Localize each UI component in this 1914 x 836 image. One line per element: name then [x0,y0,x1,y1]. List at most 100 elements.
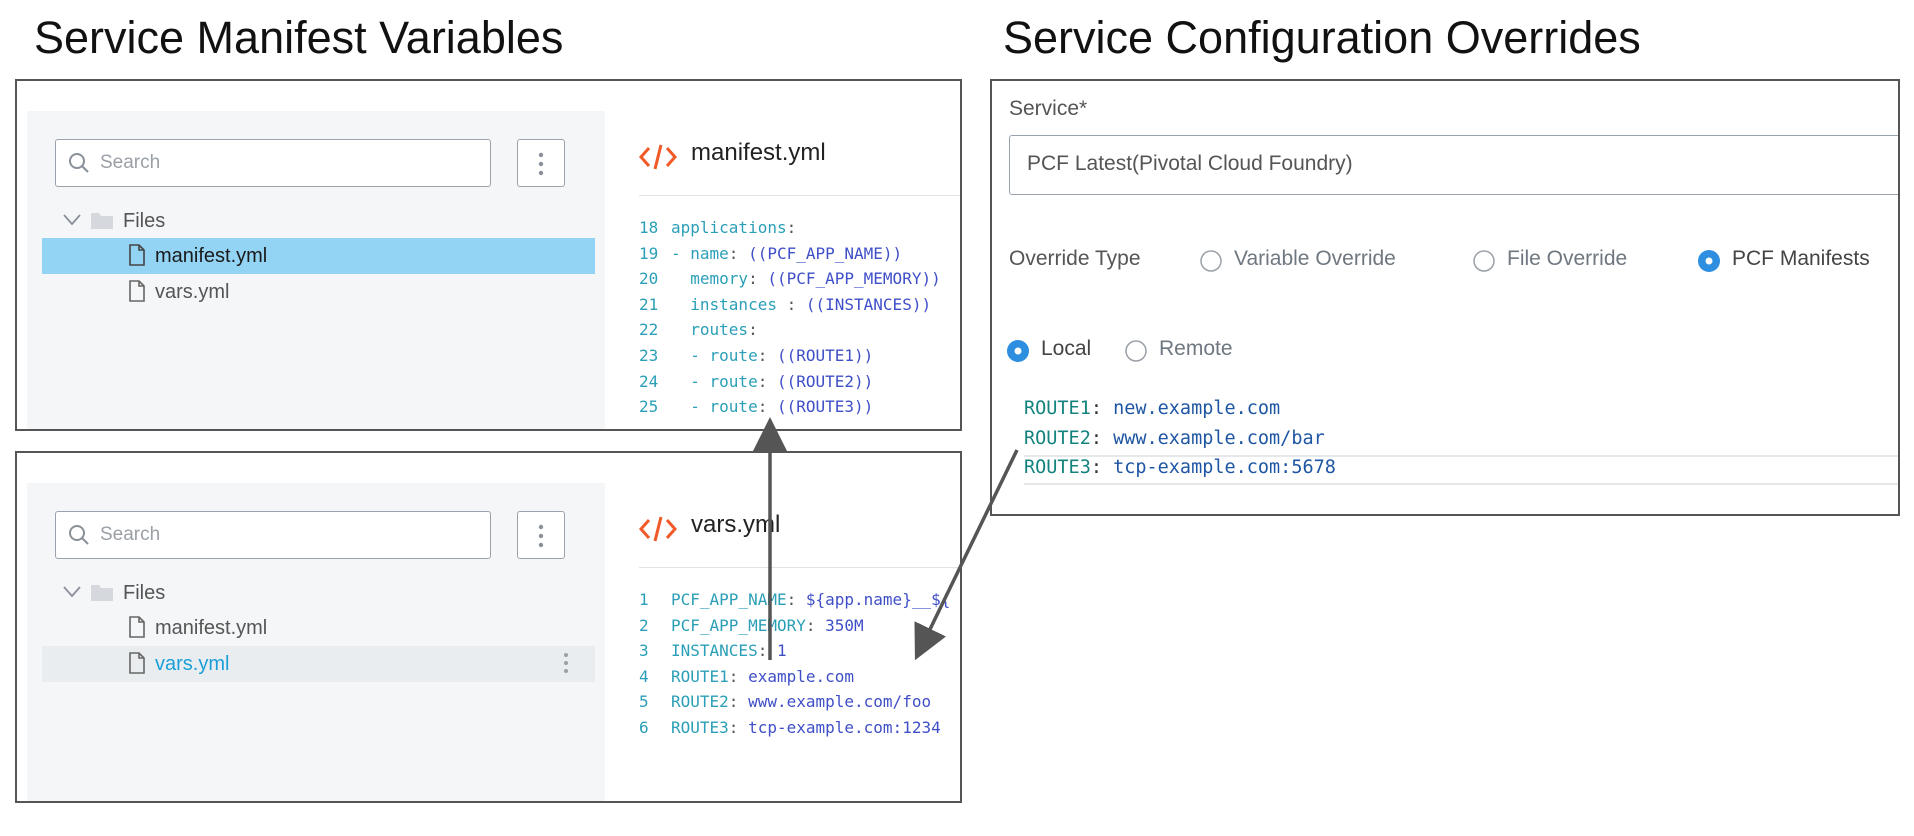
code-value: example.com [748,666,855,686]
radio-label: File Override [1507,247,1628,270]
line-number: 1 [639,590,649,609]
tree-file-manifest[interactable]: manifest.yml [42,238,595,274]
code-key: PCF_APP_NAME [671,590,787,609]
radio-variable-override[interactable] [1200,250,1222,272]
file-label: manifest.yml [155,245,268,267]
tree-file-manifest[interactable]: manifest.yml [42,610,595,646]
chevron-down-icon [63,214,81,226]
code-separator: : [1090,398,1114,419]
code-line: 24 - route: ((ROUTE2)) [639,369,941,395]
radio-label: PCF Manifests [1732,247,1870,270]
code-value: 1 [776,641,787,661]
code-key: - name [671,243,729,263]
vertical-dots-icon [538,524,544,548]
search-icon [69,525,89,545]
divider [639,567,960,568]
search-input[interactable]: Search [55,139,491,187]
folder-label: Files [123,210,166,232]
vertical-dots-icon[interactable] [563,652,569,674]
tree-file-vars[interactable]: vars.yml [42,646,595,682]
code-value: ((ROUTE1)) [776,345,874,365]
code-separator: : [757,397,777,417]
code-line: 22 routes: [639,317,941,343]
line-number: 20 [639,269,659,289]
radio-label: Local [1041,337,1092,360]
code-separator: : [757,641,777,661]
code-key: memory [671,269,749,289]
search-input[interactable]: Search [55,511,491,559]
file-sidebar: Search Files manifest.yml [27,483,605,801]
code-key: routes [671,320,749,340]
code-separator: : [757,345,777,365]
vars-code[interactable]: 1 PCF_APP_NAME: ${app.name}__${ 2 PCF_APP_M… [639,587,950,741]
radio-file-override[interactable] [1473,250,1495,272]
code-separator: : [728,692,749,712]
override-type-label: Override Type [1009,247,1141,270]
service-value: PCF Latest(Pivotal Cloud Foundry) [1027,152,1353,175]
code-line: 25 - route: ((ROUTE3)) [639,394,941,420]
radio-remote[interactable] [1125,340,1147,362]
line-number: 4 [639,666,649,686]
divider [639,195,960,196]
code-key: ROUTE3 [1024,457,1091,478]
code-line: ROUTE3: tcp-example.com:5678 [1024,453,1336,483]
code-value: tcp-example.com:1234 [748,717,941,737]
code-value: www.example.com/foo [748,692,932,712]
heading-service-manifest-variables: Service Manifest Variables [34,12,564,63]
code-value: ((INSTANCES)) [805,294,932,314]
folder-label: Files [123,582,166,604]
code-separator: : [786,590,806,609]
code-value: ${app.name}__${ [805,590,951,609]
folder-icon [91,213,113,229]
tree-folder-files[interactable]: Files [42,575,595,611]
file-icon [129,244,145,266]
line-number: 5 [639,692,649,712]
radio-label: Variable Override [1234,247,1396,270]
code-value: ((PCF_APP_MEMORY)) [767,269,941,289]
radio-pcf-manifests[interactable] [1698,250,1720,272]
search-icon [69,153,89,173]
code-separator: : [1090,427,1114,449]
code-icon [639,144,677,170]
line-number: 3 [639,641,649,661]
file-label: vars.yml [155,281,230,303]
service-select[interactable]: PCF Latest(Pivotal Cloud Foundry) [1009,135,1898,195]
code-key: INSTANCES [671,641,758,661]
file-icon [129,652,145,674]
code-key: applications [671,218,787,237]
more-options-button[interactable] [517,511,565,559]
line-number: 21 [639,294,659,314]
code-separator: : [805,615,826,635]
code-key: - route [671,371,758,391]
file-icon [129,280,145,302]
code-value: ((ROUTE3)) [776,397,874,417]
code-value: ((ROUTE2)) [776,371,874,391]
line-number: 2 [639,615,649,635]
search-placeholder: Search [100,152,161,173]
line-number: 6 [639,717,649,737]
file-sidebar: Search Files manifest.yml [27,111,605,429]
service-label: Service* [1009,97,1088,120]
more-options-button[interactable] [517,139,565,187]
radio-local[interactable] [1007,340,1029,362]
radio-label: Remote [1159,337,1233,360]
chevron-down-icon [63,586,81,598]
code-line: 20 memory: ((PCF_APP_MEMORY)) [639,266,941,292]
code-key: ROUTE3 [671,717,729,737]
code-separator: : [786,294,806,314]
code-icon [639,516,677,542]
line-number: 25 [639,397,659,417]
current-line-highlight [1024,455,1898,485]
vertical-dots-icon [538,152,544,176]
code-key: PCF_APP_MEMORY [671,615,806,635]
code-key: ROUTE1 [1024,398,1091,419]
search-placeholder: Search [100,524,161,545]
tree-file-vars[interactable]: vars.yml [42,274,595,310]
tree-folder-files[interactable]: Files [42,203,595,239]
code-key: - route [671,345,758,365]
